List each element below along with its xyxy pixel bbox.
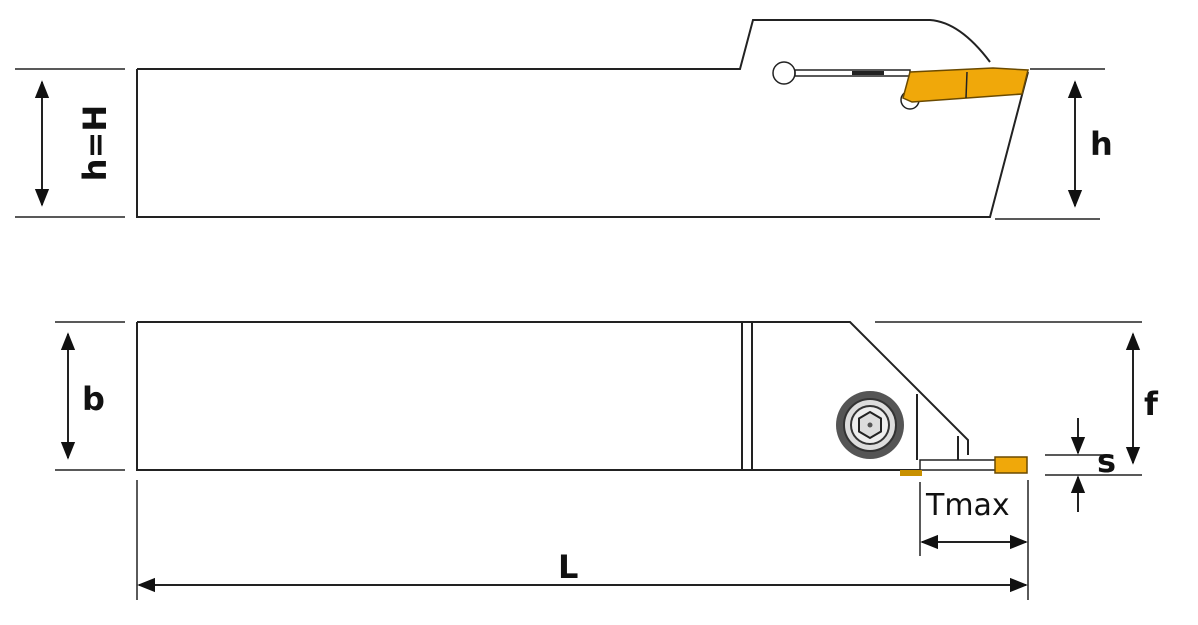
clamp-screw-icon bbox=[836, 391, 904, 459]
clamp-pin-icon bbox=[772, 61, 796, 85]
insert-seat bbox=[900, 470, 922, 476]
holder-body-top bbox=[136, 321, 969, 471]
top-view: b f s Tmax L bbox=[55, 321, 1159, 600]
clamp-arm-mark bbox=[852, 71, 884, 75]
dimension-s-label: s bbox=[1097, 442, 1116, 480]
holder-body-side bbox=[136, 19, 1029, 218]
dimension-tmax-label: Tmax bbox=[925, 488, 1010, 523]
dimension-L-label: L bbox=[558, 548, 578, 586]
blade-tip bbox=[919, 459, 1001, 471]
grooving-insert bbox=[902, 67, 1029, 103]
insert-top bbox=[994, 456, 1028, 474]
dimension-h-equals-H-label: h=H bbox=[76, 105, 114, 181]
dimension-f-label: f bbox=[1144, 385, 1159, 423]
side-view: h=H h bbox=[15, 19, 1113, 220]
dimension-h-label: h bbox=[1090, 125, 1113, 163]
dimension-b-label: b bbox=[82, 380, 105, 418]
